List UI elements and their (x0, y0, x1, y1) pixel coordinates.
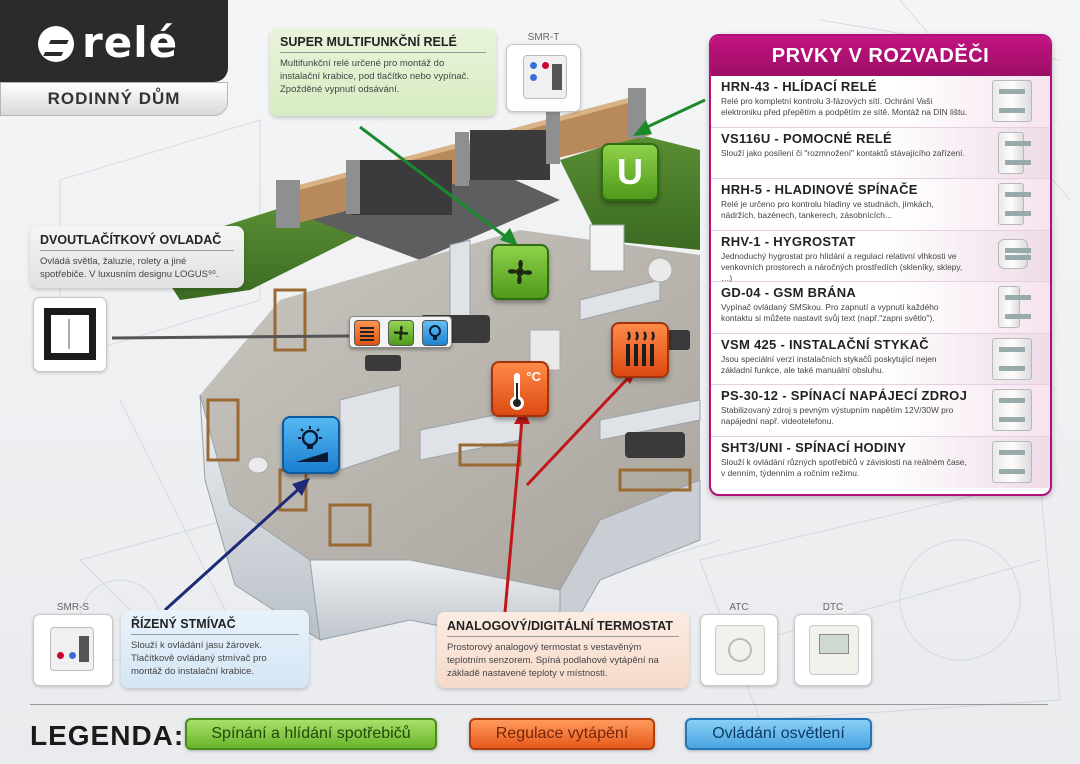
panel-item: HRN-43 - HLÍDACÍ RELÉ Relé pro kompletní… (711, 76, 1050, 128)
house-floor (200, 230, 700, 590)
atc-thermostat-icon (715, 625, 765, 675)
arrow-smrs (163, 484, 304, 612)
gsm-gateway-icon (998, 286, 1031, 328)
double-switch-icon (44, 308, 96, 360)
rele-logo-icon (38, 26, 74, 62)
legend-label: LEGENDA: (30, 720, 185, 751)
dtc-device-thumb: DTC (794, 602, 872, 686)
arrow-logus (111, 334, 351, 340)
hygrostat-icon (998, 238, 1031, 269)
smrt-card: SUPER MULTIFUNKČNÍ RELÉ Multifunkční rel… (270, 28, 496, 116)
logus-card: DVOUTLAČÍTKOVÝ OVLADAČ Ovládá světla, ža… (30, 226, 244, 288)
dtc-device-label: DTC (822, 602, 844, 613)
logus-device-thumb (33, 297, 107, 372)
blinds-icon (354, 320, 380, 346)
smrt-device-thumb: SMR-T (506, 32, 581, 112)
arrow-panel (644, 98, 706, 130)
page-subtitle: RODINNÝ DŮM (0, 82, 228, 116)
arrow-thermo-1 (503, 419, 524, 613)
din-relay-icon (998, 183, 1031, 225)
legend-switching: Spínání a hlídání spotřebičů (185, 718, 437, 750)
panel-item: PS-30-12 - SPÍNACÍ NAPÁJECÍ ZDROJ Stabil… (711, 385, 1050, 437)
panel-item-name: VSM 425 - INSTALAČNÍ STYKAČ (721, 336, 929, 352)
power-supply-icon (992, 389, 1032, 431)
logus-title: DVOUTLAČÍTKOVÝ OVLADAČ (40, 233, 234, 251)
smrs-card: ŘÍZENÝ STMÍVAČ Slouží k ovládání jasu žá… (121, 610, 309, 688)
heating-icon (611, 322, 669, 378)
smrs-device-thumb: SMR-S (33, 602, 113, 686)
arrow-smrt (359, 125, 511, 242)
thermostat-card: ANALOGOVÝ/DIGITÁLNÍ TERMOSTAT Prostorový… (437, 612, 689, 688)
panel-item: VS116U - POMOCNÉ RELÉ Slouží jako posíle… (711, 127, 1050, 179)
panel-item: SHT3/UNI - SPÍNACÍ HODINY Slouží k ovlád… (711, 436, 1050, 488)
panel-item-name: VS116U - POMOCNÉ RELÉ (721, 130, 893, 146)
logus-text: Ovládá světla, žaluzie, rolety a jiné sp… (40, 256, 219, 280)
panel-item-desc: Relé pro kompletní kontrolu 3-fázových s… (721, 96, 968, 117)
panel-item-desc: Slouží k ovládání různých spotřebičů v z… (721, 456, 967, 478)
smrt-title: SUPER MULTIFUNKČNÍ RELÉ (280, 35, 486, 53)
atc-device-label: ATC (729, 602, 749, 613)
legend-divider (30, 704, 1048, 705)
thermometer-icon: °C (491, 361, 549, 417)
fan-icon (491, 244, 549, 300)
smrs-text: Slouží k ovládání jasu žárovek. Tlačítko… (131, 640, 267, 677)
contactor-icon (992, 337, 1032, 380)
panel-item: VSM 425 - INSTALAČNÍ STYKAČ Jsou speciál… (711, 333, 1050, 385)
fan-mini-icon (388, 320, 414, 346)
smrs-device-icon (50, 627, 94, 671)
smrt-device-label: SMR-T (527, 32, 560, 43)
arrow-thermo-2 (525, 374, 632, 487)
panel-title: PRVKY V ROZVADĚČI (711, 36, 1050, 76)
panel-item-desc: Jsou speciální verzí instalačních stykač… (721, 353, 937, 375)
smrs-device-label: SMR-S (56, 602, 90, 613)
smrt-text: Multifunkční relé určené pro montáž do i… (280, 58, 470, 95)
panel-item-desc: Vypínač ovládaný SMSkou. Pro zapnutí a v… (721, 302, 939, 323)
panel-u-icon: U (601, 143, 659, 201)
legend-lighting: Ovládání osvětlení (685, 718, 872, 750)
mini-icon-strip (349, 316, 452, 348)
thermostat-title: ANALOGOVÝ/DIGITÁLNÍ TERMOSTAT (447, 619, 679, 637)
panel-item-name: PS-30-12 - SPÍNACÍ NAPÁJECÍ ZDROJ (721, 388, 968, 403)
dimmer-light-icon (282, 416, 340, 474)
panel-item-name: HRH-5 - HLADINOVÉ SPÍNAČE (721, 182, 918, 197)
din-relay-icon (992, 80, 1032, 122)
smrs-title: ŘÍZENÝ STMÍVAČ (131, 617, 299, 635)
celsius-label: °C (526, 369, 541, 384)
brand-logo: relé (0, 0, 228, 82)
panel-item-name: HRN-43 - HLÍDACÍ RELÉ (721, 79, 877, 94)
panel-item-name: GD-04 - GSM BRÁNA (721, 285, 857, 300)
panel-list: HRN-43 - HLÍDACÍ RELÉ Relé pro kompletní… (711, 76, 1050, 488)
panel-item-desc: Jednoduchý hygrostat pro hlídání a regul… (721, 250, 963, 283)
din-relay-icon (998, 131, 1031, 174)
panel-item: RHV-1 - HYGROSTAT Jednoduchý hygrostat p… (711, 230, 1050, 283)
smrt-device-icon (523, 55, 567, 99)
panel-item: HRH-5 - HLADINOVÉ SPÍNAČE Relé je určeno… (711, 179, 1050, 231)
atc-device-thumb: ATC (700, 602, 778, 686)
panel-item-name: SHT3/UNI - SPÍNACÍ HODINY (721, 439, 907, 455)
panel-item: GD-04 - GSM BRÁNA Vypínač ovládaný SMSko… (711, 282, 1050, 334)
thermostat-text: Prostorový analogový termostat s vestavě… (447, 642, 659, 679)
light-mini-icon (422, 320, 448, 346)
legend-heating: Regulace vytápění (469, 718, 655, 750)
panel-item-desc: Relé je určeno pro kontrolu hladiny ve s… (721, 199, 934, 220)
logo-text: relé (82, 18, 179, 67)
time-switch-icon (992, 440, 1032, 483)
panel-item-desc: Slouží jako posílení či "rozmnožení" kon… (721, 147, 965, 158)
panel-item-desc: Stabilizovaný zdroj s pevným výstupním n… (721, 405, 954, 426)
panel-item-name: RHV-1 - HYGROSTAT (721, 233, 856, 249)
dtc-thermostat-icon (809, 625, 859, 675)
switchboard-panel: PRVKY V ROZVADĚČI HRN-43 - HLÍDACÍ RELÉ … (709, 34, 1052, 496)
